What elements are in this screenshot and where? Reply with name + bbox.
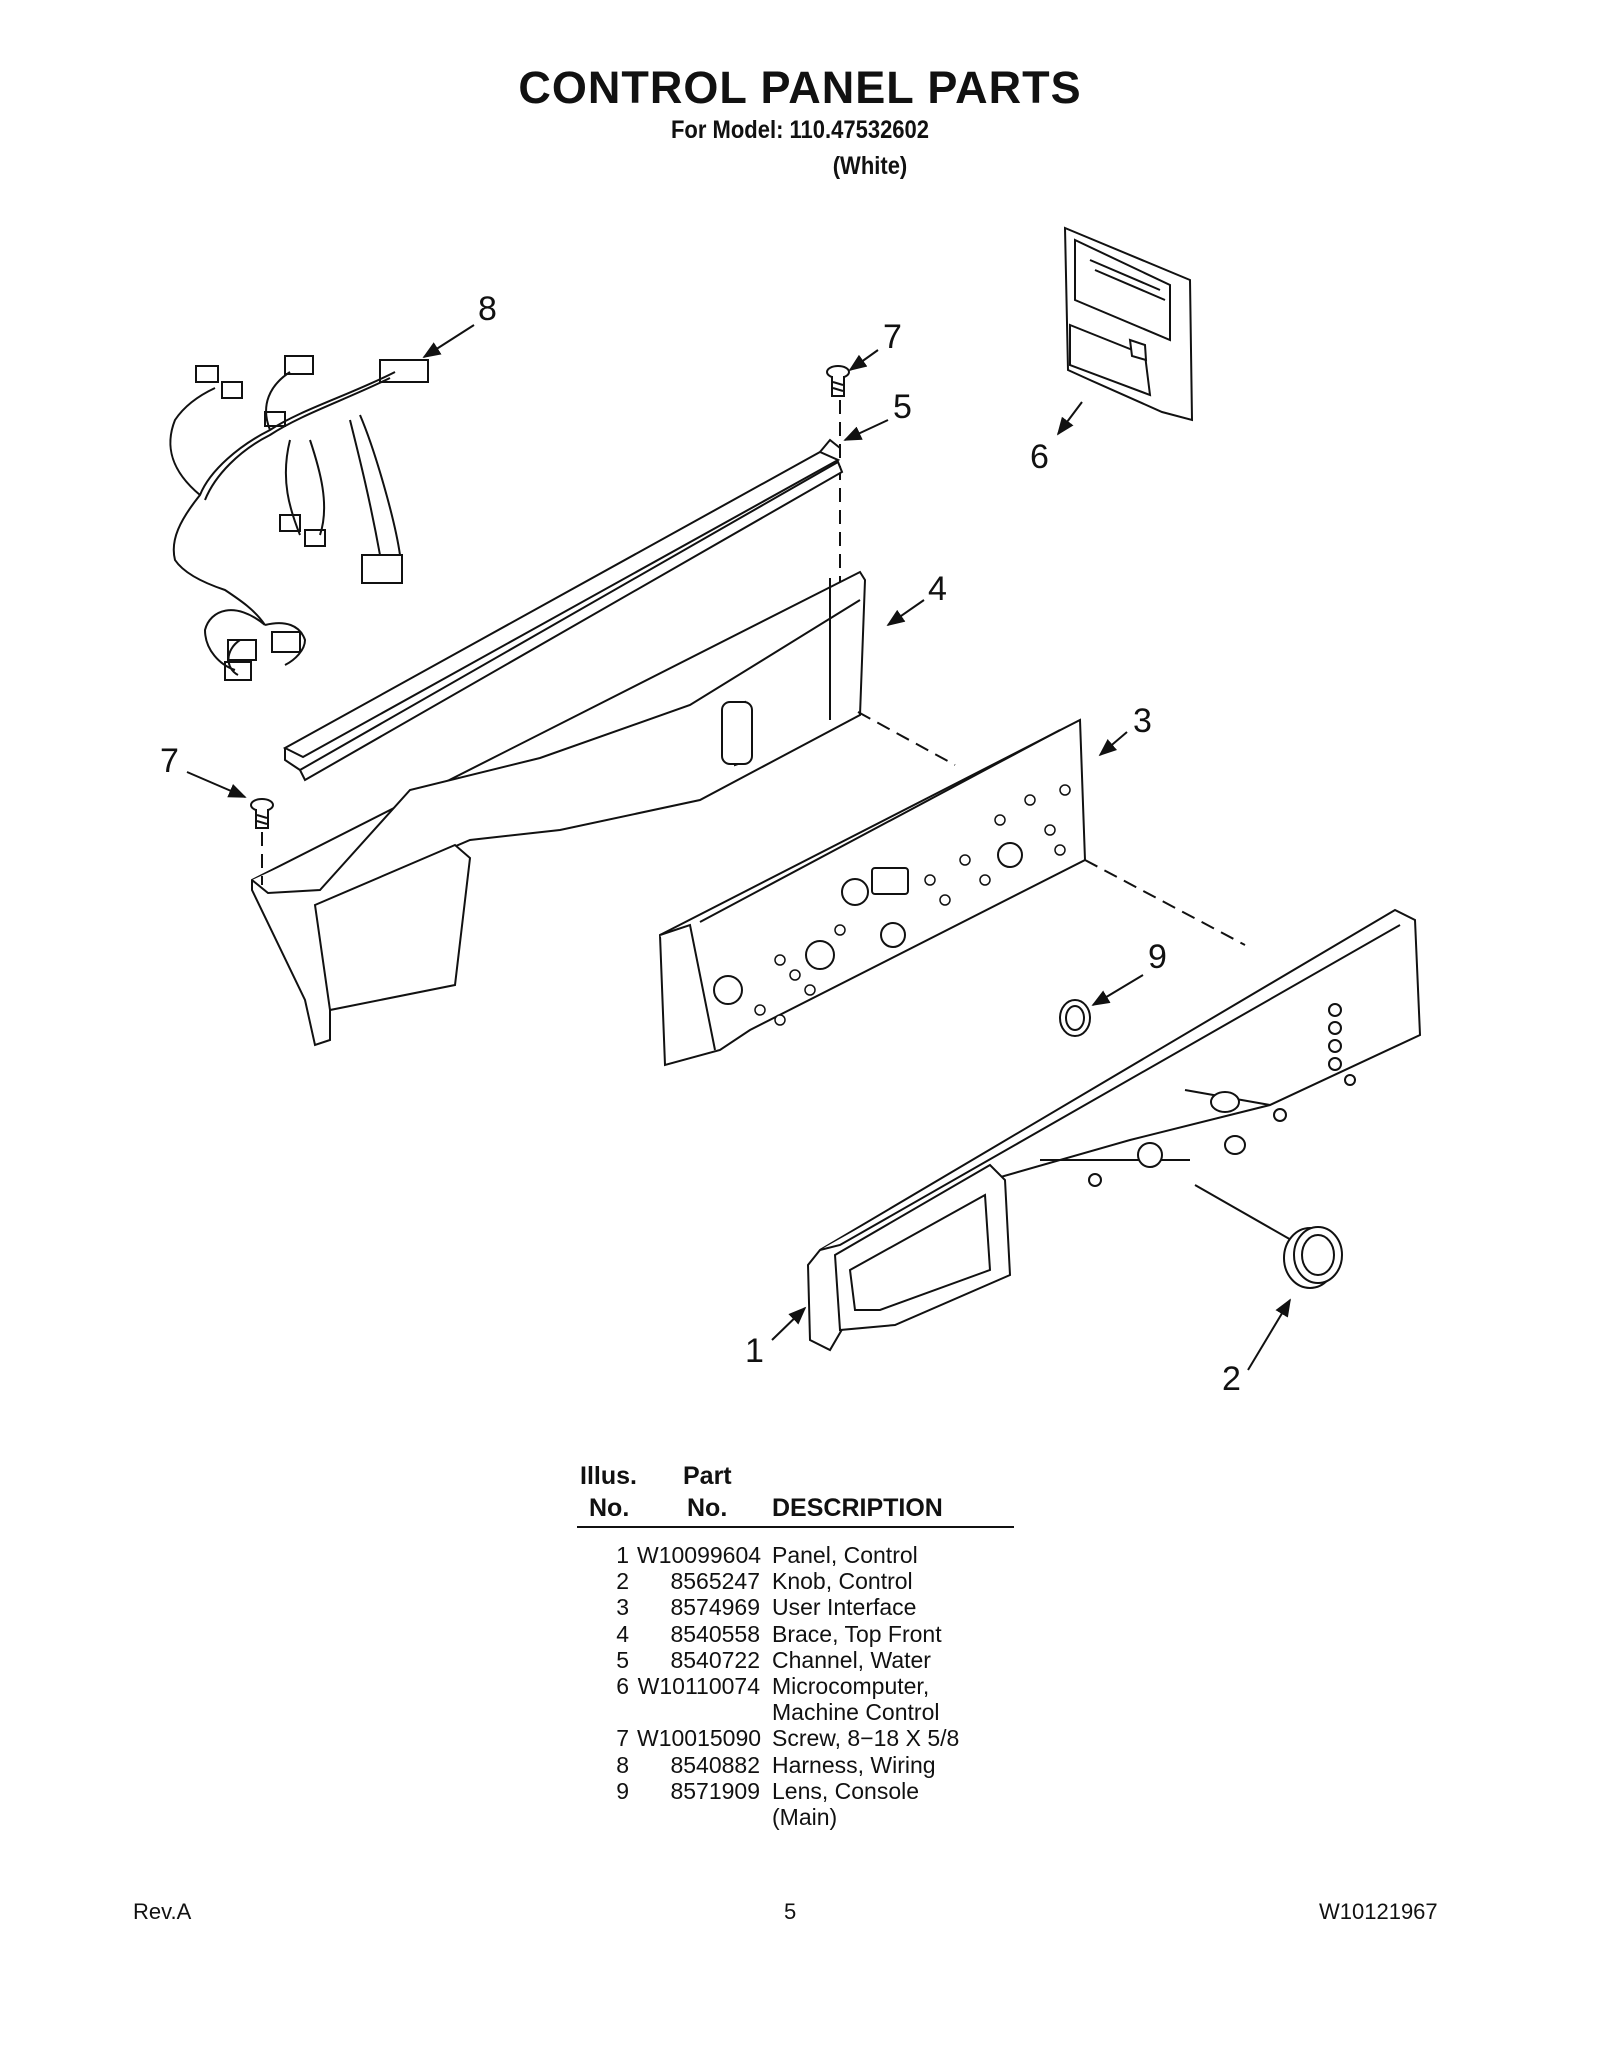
callout-labels: 8 7 5 6 4 3 7 9 1 2	[160, 290, 1241, 1398]
part-number: W10110074	[637, 1672, 760, 1699]
illus-number: 1	[616, 1542, 629, 1568]
illus-header-line1: Illus.	[580, 1462, 637, 1490]
illus-number: 2	[616, 1568, 629, 1595]
model-color: (White)	[832, 152, 908, 180]
top-front-brace-part	[251, 570, 956, 1047]
part-number: W10015090	[637, 1725, 762, 1752]
part-description: Brace, Top Front	[772, 1620, 942, 1647]
header-rule	[577, 1526, 1014, 1528]
part-number: 8565247	[670, 1568, 760, 1595]
wiring-harness-part	[169, 355, 429, 681]
document-number: W10121967	[1319, 1899, 1438, 1924]
description-header: DESCRIPTION	[772, 1494, 943, 1522]
part-number: 8571909	[670, 1777, 760, 1804]
revision: Rev.A	[133, 1899, 192, 1924]
callout-2: 2	[1222, 1360, 1241, 1398]
illus-number: 9	[616, 1777, 629, 1804]
part-number: 8540722	[670, 1646, 760, 1673]
exploded-parts-diagram: 8 7 5 6 4 3 7 9 1 2	[160, 226, 1422, 1398]
user-interface-part	[658, 718, 1246, 1067]
part-number: W10099604	[637, 1542, 762, 1568]
model-number: For Model: 110.47532602	[670, 116, 930, 144]
callout-8: 8	[478, 290, 497, 328]
callout-7-lower: 7	[160, 742, 179, 780]
illus-number: 8	[616, 1751, 629, 1778]
illus-number: 4	[616, 1620, 629, 1647]
part-description: Microcomputer,	[772, 1672, 930, 1699]
screw-upper-part	[826, 365, 850, 590]
illus-number: 3	[616, 1594, 629, 1621]
illus-number: 7	[616, 1725, 629, 1752]
page-number: 5	[784, 1899, 797, 1924]
part-description: Knob, Control	[772, 1568, 913, 1595]
illus-number: 6	[616, 1672, 629, 1699]
part-description: (Main)	[772, 1803, 838, 1830]
callout-5: 5	[893, 388, 912, 426]
part-description: Machine Control	[772, 1699, 940, 1726]
part-description: Lens, Console	[772, 1777, 920, 1804]
control-panel-part	[806, 908, 1422, 1352]
part-description: Harness, Wiring	[772, 1751, 936, 1778]
control-knob-part	[1283, 1226, 1343, 1289]
callout-6: 6	[1030, 438, 1049, 476]
part-header-line2: No.	[687, 1494, 728, 1522]
part-number: 8574969	[670, 1594, 760, 1621]
part-description: Panel, Control	[772, 1542, 918, 1568]
callout-4: 4	[928, 570, 947, 608]
console-lens-part	[1059, 999, 1091, 1037]
part-description: Channel, Water	[772, 1646, 931, 1673]
part-number: 8540882	[670, 1751, 760, 1778]
callout-9: 9	[1148, 938, 1167, 976]
callout-1: 1	[745, 1332, 764, 1370]
callout-3: 3	[1133, 702, 1152, 740]
part-description: Screw, 8−18 X 5/8	[772, 1725, 960, 1752]
water-channel-part	[282, 438, 844, 782]
callout-7-upper: 7	[883, 318, 902, 356]
part-header-line1: Part	[683, 1462, 732, 1490]
page-title: CONTROL PANEL PARTS	[518, 62, 1082, 113]
illus-number: 5	[616, 1646, 629, 1673]
leader-arrows	[186, 324, 1291, 1371]
part-description: User Interface	[772, 1594, 917, 1621]
illus-header-line2: No.	[589, 1494, 630, 1522]
microcomputer-part	[1063, 226, 1194, 422]
screw-lower-part	[250, 798, 274, 885]
part-number: 8540558	[670, 1620, 760, 1647]
